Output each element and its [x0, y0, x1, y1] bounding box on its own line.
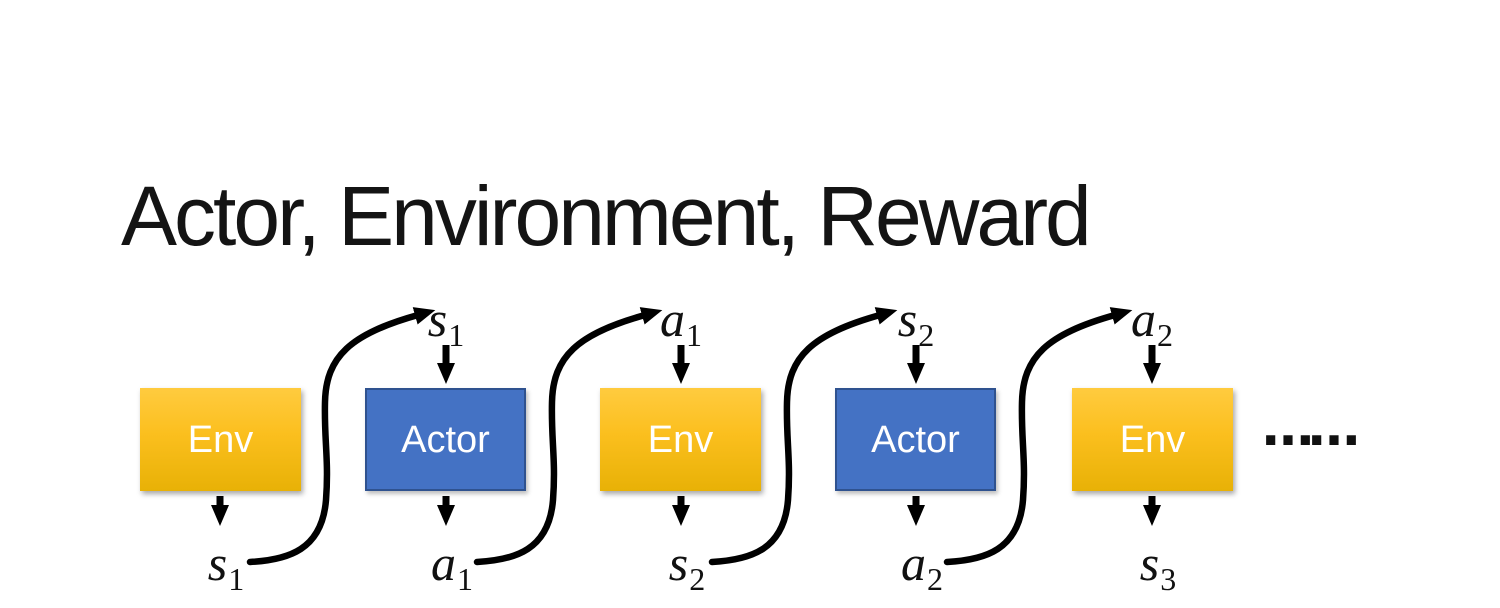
env-box-1: Env	[140, 388, 301, 491]
label-a1-bottom: a1	[431, 535, 473, 597]
slide-title: Actor, Environment, Reward	[121, 169, 1092, 264]
curve-s1-to-actor1	[246, 307, 436, 566]
label-s1-top: s1	[427, 291, 465, 353]
actor-box-2-label: Actor	[871, 418, 960, 461]
env-box-2-label: Env	[647, 418, 714, 461]
actor-box-1-label: Actor	[401, 418, 490, 461]
label-s1-bottom: s1	[207, 535, 245, 597]
label-s2-top: s2	[897, 291, 935, 353]
env-box-3-label: Env	[1119, 418, 1186, 461]
label-s3-bottom: s3	[1139, 535, 1177, 597]
env-box-2: Env	[600, 388, 761, 491]
actor-box-1: Actor	[365, 388, 526, 491]
label-s2-bottom: s2	[668, 535, 706, 597]
label-a2-bottom: a2	[901, 535, 943, 597]
ellipsis-continuation: ……	[1262, 398, 1360, 458]
actor-box-2: Actor	[835, 388, 996, 491]
curve-s2-to-actor2	[708, 307, 898, 566]
label-a2-top: a2	[1131, 291, 1173, 353]
curve-a2-to-env3	[943, 307, 1133, 566]
label-a1-top: a1	[660, 291, 702, 353]
curve-a1-to-env2	[473, 307, 663, 566]
env-box-3: Env	[1072, 388, 1233, 491]
env-box-1-label: Env	[187, 418, 254, 461]
